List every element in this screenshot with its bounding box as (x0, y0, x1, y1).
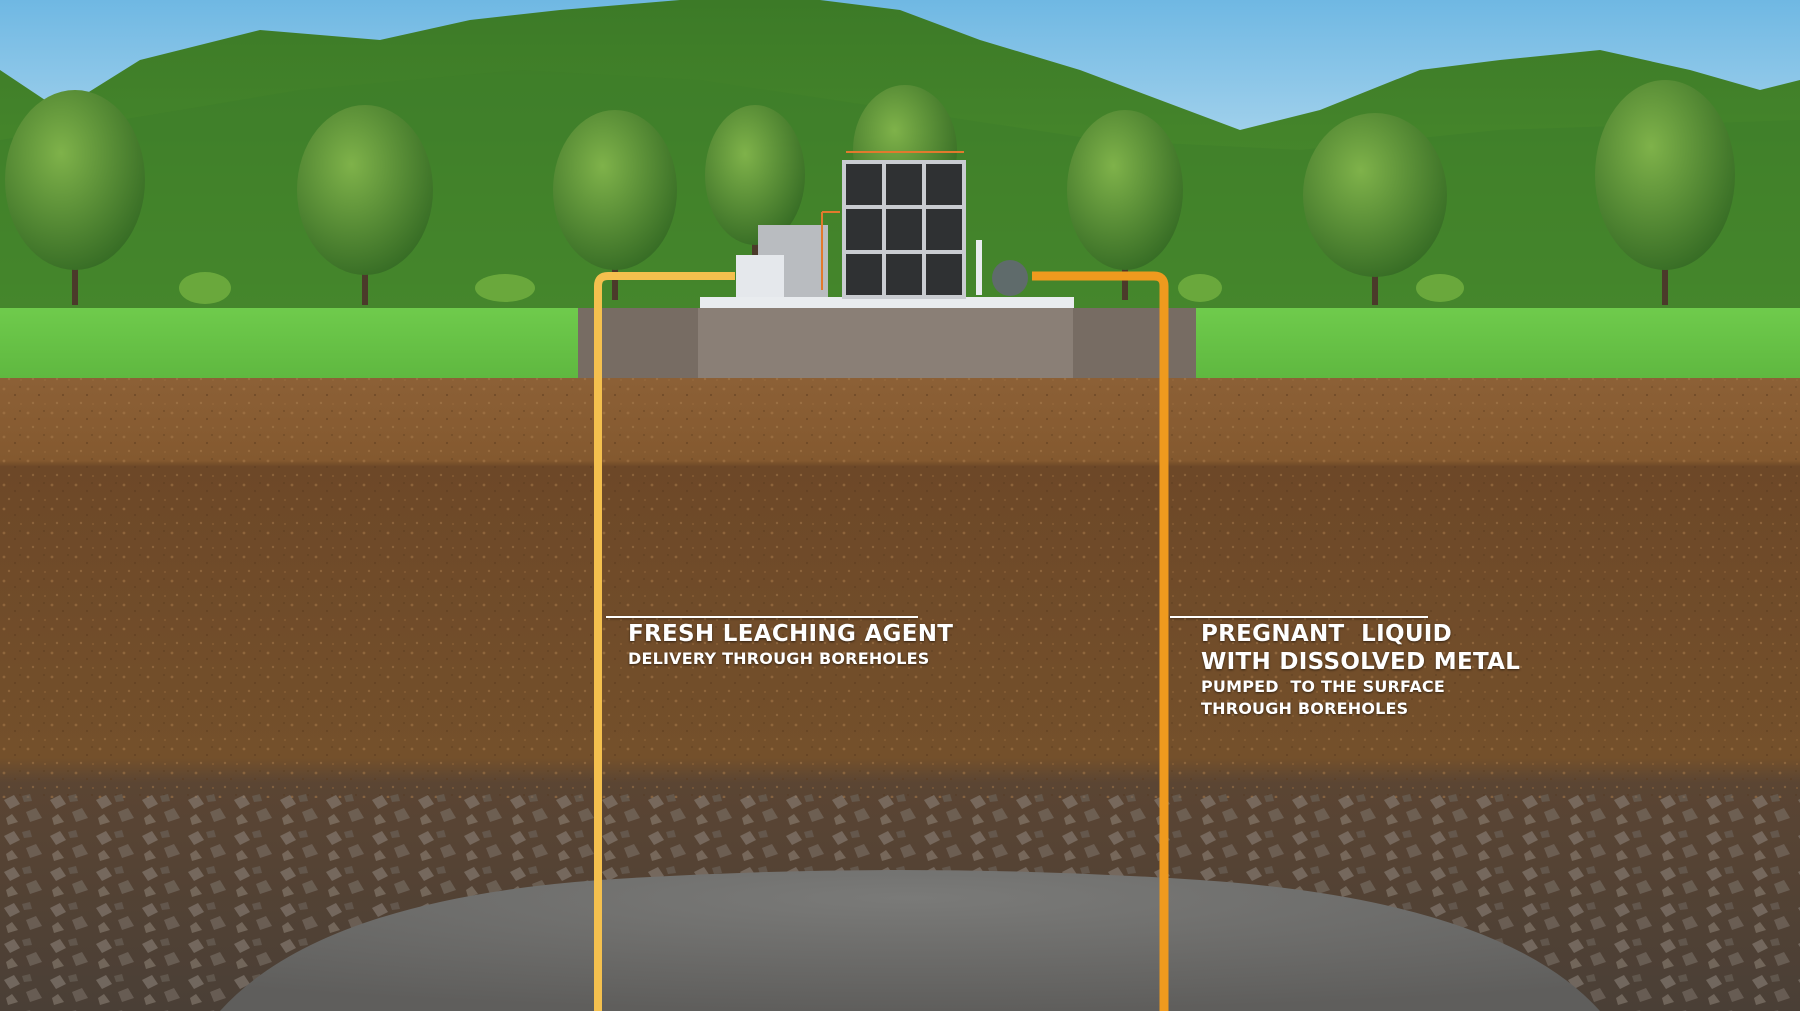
tree-line (5, 80, 1735, 305)
tree-icon (1595, 80, 1735, 305)
processing-plant-icon (736, 151, 1028, 299)
pregnant-liquid-pipe (1032, 271, 1169, 1011)
pregnant-liquid-title-line-1: PREGNANT LIQUID (1201, 621, 1453, 647)
tree-icon (705, 105, 805, 290)
site-slab (700, 297, 1074, 308)
pregnant-liquid-label: PREGNANT LIQUID WITH DISSOLVED METAL PUM… (1201, 620, 1520, 720)
pregnant-liquid-subtitle-line-2: THROUGH BOREHOLES (1201, 699, 1409, 718)
fresh-agent-title: FRESH LEACHING AGENT (628, 621, 954, 647)
ore-body (220, 870, 1600, 1011)
soil-texture (0, 378, 1800, 798)
tree-icon (297, 105, 433, 305)
bush-icon (179, 272, 1464, 304)
tree-icon (1303, 113, 1447, 305)
tree-icon (5, 90, 145, 305)
fresh-agent-pipe (594, 272, 735, 1011)
fresh-agent-label: FRESH LEACHING AGENT DELIVERY THROUGH BO… (628, 620, 953, 670)
pregnant-liquid-subtitle-line-1: PUMPED TO THE SURFACE (1201, 677, 1445, 696)
pregnant-liquid-title-line-2: WITH DISSOLVED METAL (1201, 649, 1521, 675)
grass-right (1196, 308, 1800, 378)
fresh-agent-callout-line (606, 616, 918, 618)
grass-left (0, 308, 578, 378)
pregnant-liquid-callout-line (1170, 616, 1428, 618)
site-pad-inner (698, 308, 1073, 378)
tree-icon (1067, 110, 1183, 300)
fresh-agent-subtitle: DELIVERY THROUGH BOREHOLES (628, 649, 930, 668)
tree-icon (553, 110, 677, 300)
